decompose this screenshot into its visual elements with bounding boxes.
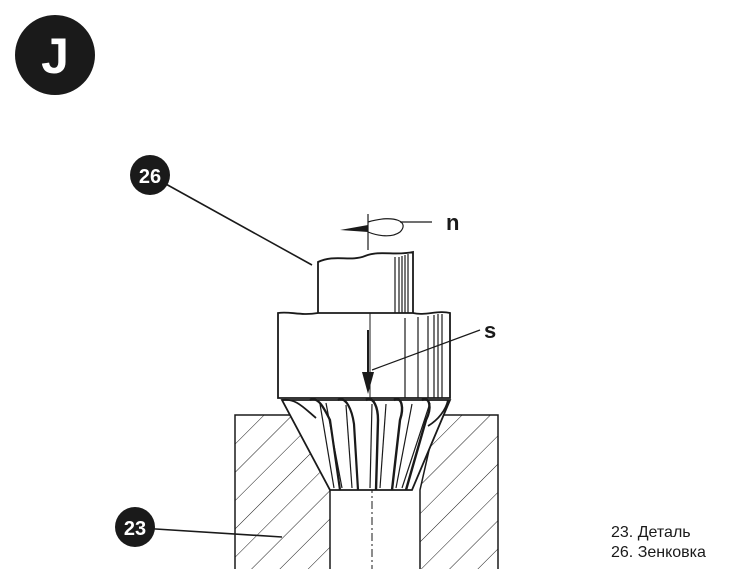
feed-indicator: s	[362, 318, 496, 394]
callout-26-number: 26	[139, 166, 161, 188]
rotation-indicator: n	[340, 210, 459, 250]
parts-legend: 23. Деталь 26. Зенковка	[611, 523, 706, 563]
rotation-label: n	[446, 210, 459, 235]
feed-arrowhead	[362, 372, 374, 394]
callout-26: 26	[130, 155, 313, 266]
callout-23-number: 23	[124, 518, 146, 540]
legend-item-workpiece: 23. Деталь	[611, 524, 691, 541]
workpiece	[234, 414, 499, 569]
tool-body	[277, 311, 451, 399]
feed-label: s	[484, 318, 496, 343]
tool-shank	[317, 250, 414, 313]
section-badge-letter: J	[41, 28, 69, 84]
legend-item-countersink: 26. Зенковка	[611, 544, 706, 561]
tool-flutes	[281, 398, 449, 491]
countersink-tool	[277, 250, 452, 491]
rotation-arrowhead	[340, 225, 368, 232]
section-badge: J	[15, 15, 95, 95]
callout-23: 23	[115, 507, 283, 547]
